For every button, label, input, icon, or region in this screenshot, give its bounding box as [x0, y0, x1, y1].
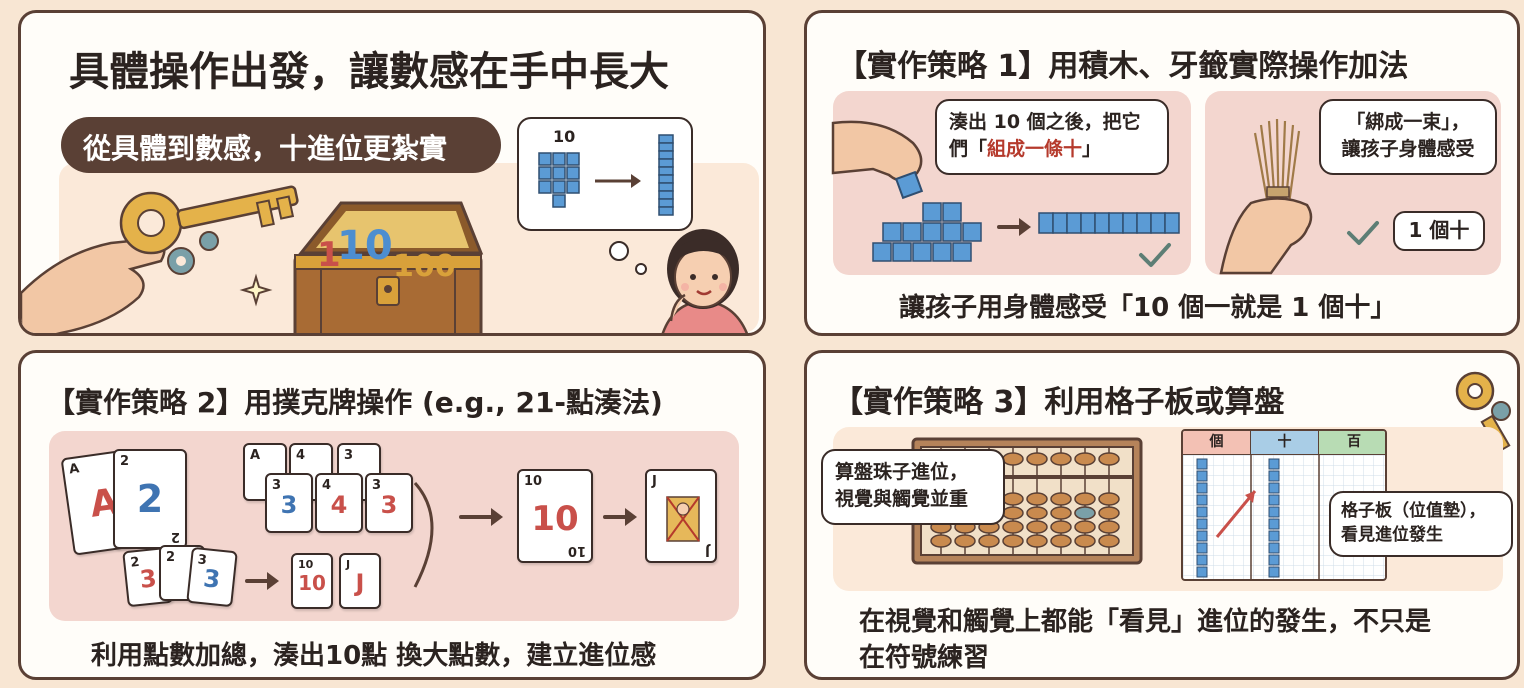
unit-blocks-stack-icon — [872, 202, 982, 262]
playing-card-ten-large: 10 10 10 — [517, 469, 593, 563]
card-index: 3 — [344, 448, 354, 463]
checkmark-icon — [1139, 243, 1171, 267]
chest-number-10: 10 — [337, 223, 393, 269]
card-index: 10 — [524, 474, 543, 489]
card-value: 10 — [298, 571, 326, 595]
card-index: A — [68, 461, 81, 478]
playing-card: 3 3 — [186, 546, 238, 608]
card-value: 3 — [380, 491, 398, 519]
panel4-caption-line1: 在視覺和觸覺上都能「看見」進位的發生，不只是 — [859, 607, 1432, 637]
card-value: 10 — [531, 499, 579, 539]
playing-card-ten: 10 10 — [291, 553, 333, 609]
board-header-tens: 十 — [1251, 431, 1319, 455]
card-index: 2 — [166, 550, 176, 565]
panel1-banner-text: 從具體到數感，十進位更紮實 — [83, 132, 448, 165]
chest-number-1: 1 — [317, 235, 341, 275]
jack-face-icon — [666, 496, 700, 542]
playing-card: 4 4 — [315, 473, 363, 533]
card-value: 3 — [280, 491, 298, 519]
panel3-caption: 利用點數加總，湊出10點 換大點數，建立進位感 — [91, 641, 657, 671]
board-header-hundreds: 百 — [1319, 431, 1385, 455]
ten-rod-icon — [1038, 212, 1180, 234]
thinking-girl-icon — [661, 229, 749, 333]
bubble-line2-post: 」 — [1082, 138, 1102, 160]
card-index-bottom: J — [705, 543, 710, 558]
panel4-bubble-abacus: 算盤珠子進位， 視覺與觸覺並重 — [821, 449, 1005, 525]
card-index: A — [250, 448, 261, 463]
hand-holding-toothpicks-icon — [1219, 118, 1313, 275]
card-index-bottom: 10 — [567, 543, 586, 558]
hand-holding-key-icon — [21, 185, 299, 333]
board-header-ones: 個 — [1183, 431, 1251, 455]
panel2-bubble-bundle-line2: 讓孩子身體感受 — [1341, 138, 1475, 160]
ones-to-ten-rod-icon — [538, 134, 674, 216]
card-index: 4 — [322, 478, 332, 493]
sum-to-ten-arrow — [459, 508, 503, 526]
panel4-bubble-board-line2: 看見進位發生 — [1341, 525, 1443, 545]
panel2-bubble-blocks: 湊出 10 個之後，把它 們「組成一條十」 — [935, 99, 1169, 175]
card-index-bottom: 2 — [170, 529, 180, 544]
thought-bubble-number: 10 — [553, 127, 576, 146]
panel4-bubble-abacus-line1: 算盤珠子進位， — [835, 461, 969, 483]
bubble-highlight: 組成一條十 — [987, 138, 1083, 160]
panel1-title: 具體操作出發，讓數感在手中長大 — [69, 49, 669, 95]
panel4-caption-line2: 在符號練習 — [859, 643, 990, 673]
card-value: 2 — [136, 477, 164, 521]
playing-card-jack-large: J J — [645, 469, 717, 563]
panel-strategy-1: 【實作策略 1】用積木、牙籤實際操作加法 湊出 10 個之後，把它 們「組成一條… — [804, 10, 1520, 336]
card-index: 10 — [298, 558, 314, 571]
playing-card: 2 2 2 — [113, 449, 187, 549]
playing-card: 3 3 — [365, 473, 413, 533]
card-index: J — [652, 474, 657, 489]
card-value: J — [355, 569, 365, 597]
card-index: 2 — [120, 454, 130, 469]
playing-card-jack: J J — [339, 553, 381, 609]
panel-concrete-to-number-sense: 具體操作出發，讓數感在手中長大 從具體到數感，十進位更紮實 1 10 100 1… — [18, 10, 766, 336]
card-index: 3 — [372, 478, 382, 493]
grouping-bracket — [413, 482, 434, 588]
panel2-caption: 讓孩子用身體感受「10 個一就是 1 個十」 — [899, 293, 1397, 323]
panel4-title: 【實作策略 3】利用格子板或算盤 — [833, 385, 1285, 420]
panel2-bubble-bundle-line1: 「綁成一束」， — [1346, 111, 1470, 133]
panel2-bubble-blocks-line1: 湊出 10 個之後，把它 — [949, 111, 1141, 133]
chest-number-100: 100 — [393, 249, 456, 284]
one-ten-badge: 1 個十 — [1393, 211, 1485, 251]
panel-strategy-2: 【實作策略 2】用撲克牌操作 (e.g., 21-點湊法) A A 2 2 2 … — [18, 350, 766, 680]
card-index: 3 — [272, 478, 282, 493]
panel4-bubble-board-line1: 格子板（位值墊）， — [1341, 501, 1486, 521]
panel4-bubble-abacus-line2: 視覺與觸覺並重 — [835, 488, 969, 510]
cards-to-ten-arrow — [245, 572, 279, 590]
card-value: 3 — [202, 564, 222, 594]
panel2-bubble-bundle: 「綁成一束」， 讓孩子身體感受 — [1319, 99, 1497, 175]
thought-bubble-dots — [609, 241, 647, 275]
panel-strategy-3: 【實作策略 3】利用格子板或算盤 — [804, 350, 1520, 680]
bubble-line2-pre: 們「 — [949, 138, 988, 160]
treasure-chest-icon — [293, 201, 484, 333]
panel2-title: 【實作策略 1】用積木、牙籤實際操作加法 — [837, 49, 1409, 84]
board-grid — [1183, 455, 1385, 579]
panel4-bubble-board: 格子板（位值墊）， 看見進位發生 — [1329, 491, 1513, 557]
checkmark-icon — [1347, 221, 1379, 245]
panel2-bubble-blocks-line2: 們「組成一條十」 — [949, 136, 1155, 163]
hand-placing-block-icon — [831, 120, 924, 200]
playing-card: 3 3 — [265, 473, 313, 533]
card-index: 4 — [296, 448, 306, 463]
panel3-title: 【實作策略 2】用撲克牌操作 (e.g., 21-點湊法) — [47, 386, 663, 419]
ten-to-jack-arrow — [603, 508, 637, 526]
blocks-to-rod-arrow — [997, 218, 1031, 236]
sparkle-icon — [239, 273, 273, 307]
card-value: 4 — [330, 491, 348, 519]
card-index: J — [346, 558, 351, 571]
panel1-banner — [61, 117, 501, 173]
